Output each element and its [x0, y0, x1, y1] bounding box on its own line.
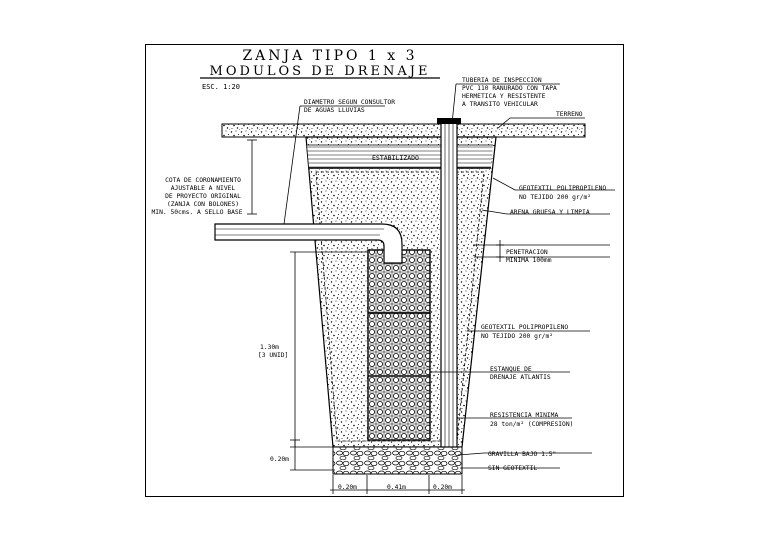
label-cota-2: AJUSTABLE A NIVEL	[171, 185, 236, 192]
bottom-dimensions	[330, 475, 465, 494]
label-sin-geotextil: SIN GEOTEXTIL	[488, 465, 537, 472]
dim-height-1: 1.30m	[260, 344, 279, 351]
label-diametro-2: DE AGUAS LLUVIAS	[304, 107, 365, 114]
label-terreno: TERRENO	[556, 111, 583, 118]
label-resistencia-2: 28 ton/m² (COMPRESION)	[490, 421, 573, 428]
drawing-frame	[145, 44, 624, 497]
scale-label: ESC. 1:20	[202, 83, 240, 91]
label-penetracion-1: PENETRACION	[506, 249, 548, 256]
label-tuberia-2: PVC 110 RANURADO CON TAPA	[462, 85, 557, 92]
title-line-2: MODULOS DE DRENAJE	[210, 64, 431, 79]
label-geotextil-top-1: GEOTEXTIL POLIPROPILENO	[519, 185, 606, 192]
label-diametro-1: DIAMETRO SEGUN CONSULTOR	[304, 99, 395, 106]
leader-lines	[283, 83, 615, 469]
title-line-1: ZANJA TIPO 1 x 3	[242, 48, 417, 64]
label-estanque-2: DRENAJE ATLANTIS	[490, 374, 551, 381]
storm-pipe	[214, 223, 403, 264]
drainage-modules	[367, 249, 431, 441]
terrain-band	[221, 123, 586, 138]
dim-bottom-mid: 0.41m	[387, 484, 406, 491]
label-tuberia-3: HERMETICA Y RESISTENTE	[462, 93, 546, 100]
label-tuberia-4: A TRANSITO VEHICULAR	[462, 101, 538, 108]
label-estanque-1: ESTANQUE DE	[490, 366, 532, 373]
geotextile-outline	[315, 171, 485, 442]
label-geotextil-mid-1: GEOTEXTIL POLIPROPILENO	[481, 324, 568, 331]
label-geotextil-mid-2: NO TEJIDO 200 gr/m²	[481, 333, 553, 340]
label-arena: ARENA GRUESA Y LIMPIA	[510, 209, 590, 216]
penetration-dim	[496, 240, 504, 262]
dim-height-2: [3 UNID]	[258, 352, 288, 359]
label-tuberia-1: TUBERIA DE INSPECCION	[462, 77, 542, 84]
gravel-base	[332, 446, 463, 475]
dim-base: 0.20m	[270, 456, 289, 463]
left-dimensions	[247, 139, 368, 471]
label-cota-4: (ZANJA CON BOLONES)	[167, 201, 239, 208]
label-gravilla: GRAVILLA BAJO 1.5"	[488, 451, 556, 458]
estabilizado-label: ESTABILIZADO	[372, 154, 419, 162]
label-cota-1: COTA DE CORONAMIENTO	[165, 177, 241, 184]
label-cota-5: MIN. 50cms. A SELLO BASE	[152, 209, 243, 216]
pipe-cap	[437, 118, 461, 124]
dim-bottom-right: 0.20m	[433, 484, 452, 491]
label-penetracion-2: MINIMA 100mm	[506, 257, 552, 264]
label-geotextil-top-2: NO TEJIDO 200 gr/m²	[519, 194, 591, 201]
label-resistencia-1: RESISTENCIA MINIMA	[490, 412, 558, 419]
dim-bottom-left: 0.20m	[338, 484, 357, 491]
label-cota-3: DE PROYECTO ORIGINAL	[165, 193, 241, 200]
